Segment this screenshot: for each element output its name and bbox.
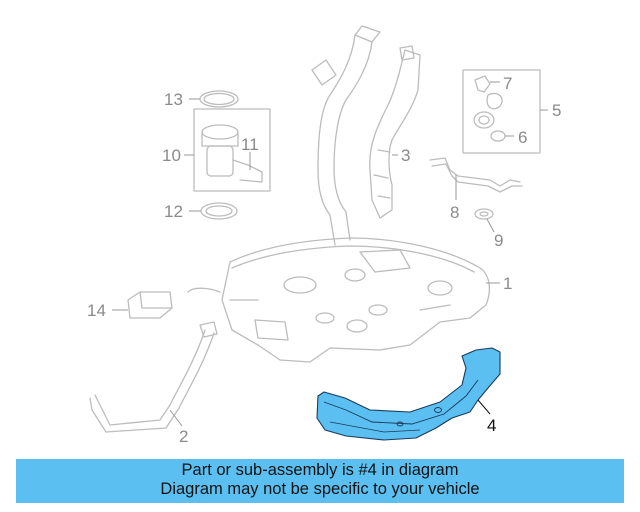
leader-lines [112, 81, 548, 427]
callout-4: 4 [487, 416, 496, 435]
callout-10: 10 [162, 146, 181, 165]
part-12-lock-ring [200, 202, 238, 220]
callout-8: 8 [450, 203, 459, 222]
callout-1: 1 [503, 274, 512, 293]
part-10-fuel-pump [193, 108, 271, 192]
callout-13: 13 [164, 90, 183, 109]
part-5-group [462, 69, 541, 154]
part-14-module [127, 291, 173, 319]
callout-labels: 1 2 3 4 5 6 7 8 9 10 11 12 13 14 [87, 74, 561, 446]
part-4-tank-strap-highlighted [316, 347, 501, 441]
part-13-seal [199, 90, 239, 108]
callout-7: 7 [503, 74, 512, 93]
part-9-grommet [474, 208, 494, 220]
callout-5: 5 [552, 101, 561, 120]
part-2-fuel-line [89, 287, 221, 433]
callout-14: 14 [87, 301, 106, 320]
part-1-fuel-tank [221, 237, 491, 363]
banner-line-1: Part or sub-assembly is #4 in diagram [181, 461, 459, 479]
filler-neck-tube [311, 25, 381, 246]
callout-2: 2 [179, 427, 188, 446]
part-8-vent-hose [429, 157, 523, 193]
callout-6: 6 [518, 128, 527, 147]
part-3-filler-bracket [369, 45, 421, 219]
banner-line-2: Diagram may not be specific to your vehi… [160, 480, 480, 498]
callout-12: 12 [164, 202, 183, 221]
callout-11: 11 [241, 135, 259, 154]
info-banner: Part or sub-assembly is #4 in diagram Di… [16, 459, 624, 503]
callout-9: 9 [494, 231, 503, 250]
callout-3: 3 [401, 146, 410, 165]
